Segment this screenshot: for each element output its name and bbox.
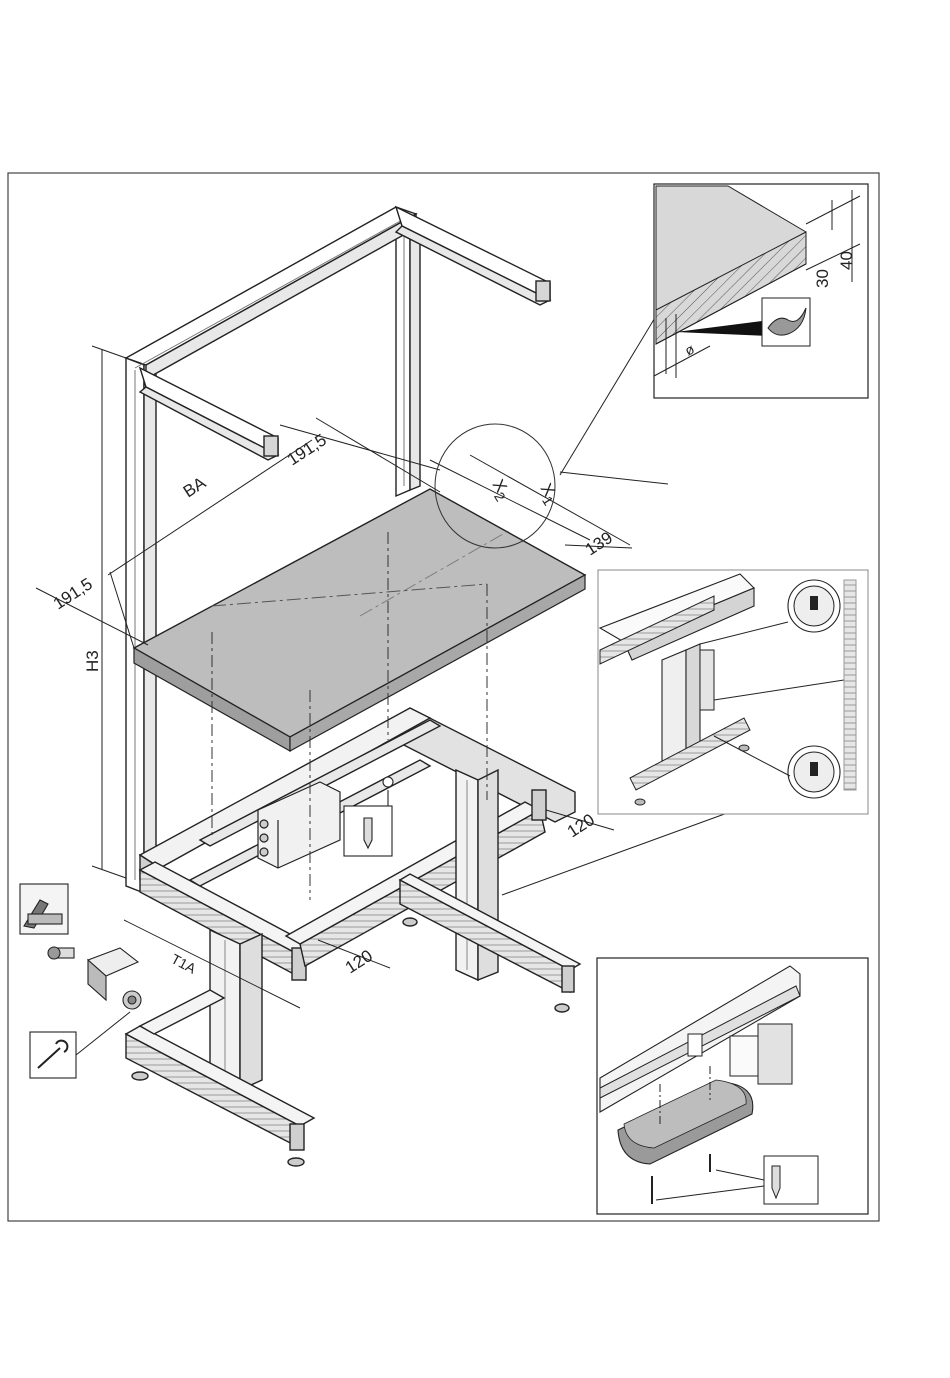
label-offset-left: 191,5 xyxy=(50,574,96,613)
inset-handle-mounting xyxy=(597,958,868,1214)
inset-leg-mounting xyxy=(598,570,868,814)
label-x1: X 1 xyxy=(533,480,563,508)
label-detail-40: 40 xyxy=(837,251,856,270)
inset-worktop-section xyxy=(654,184,868,398)
label-offset-top: 191,5 xyxy=(284,430,330,469)
label-139: 139 xyxy=(582,528,616,559)
label-h3: H3 xyxy=(83,650,102,672)
hardware-parts xyxy=(20,884,141,1078)
label-t1a: T1A xyxy=(169,951,200,977)
table-top xyxy=(134,489,585,751)
label-ba: BA xyxy=(180,473,210,502)
label-detail-30: 30 xyxy=(813,269,832,288)
label-120-front: 120 xyxy=(342,946,376,977)
